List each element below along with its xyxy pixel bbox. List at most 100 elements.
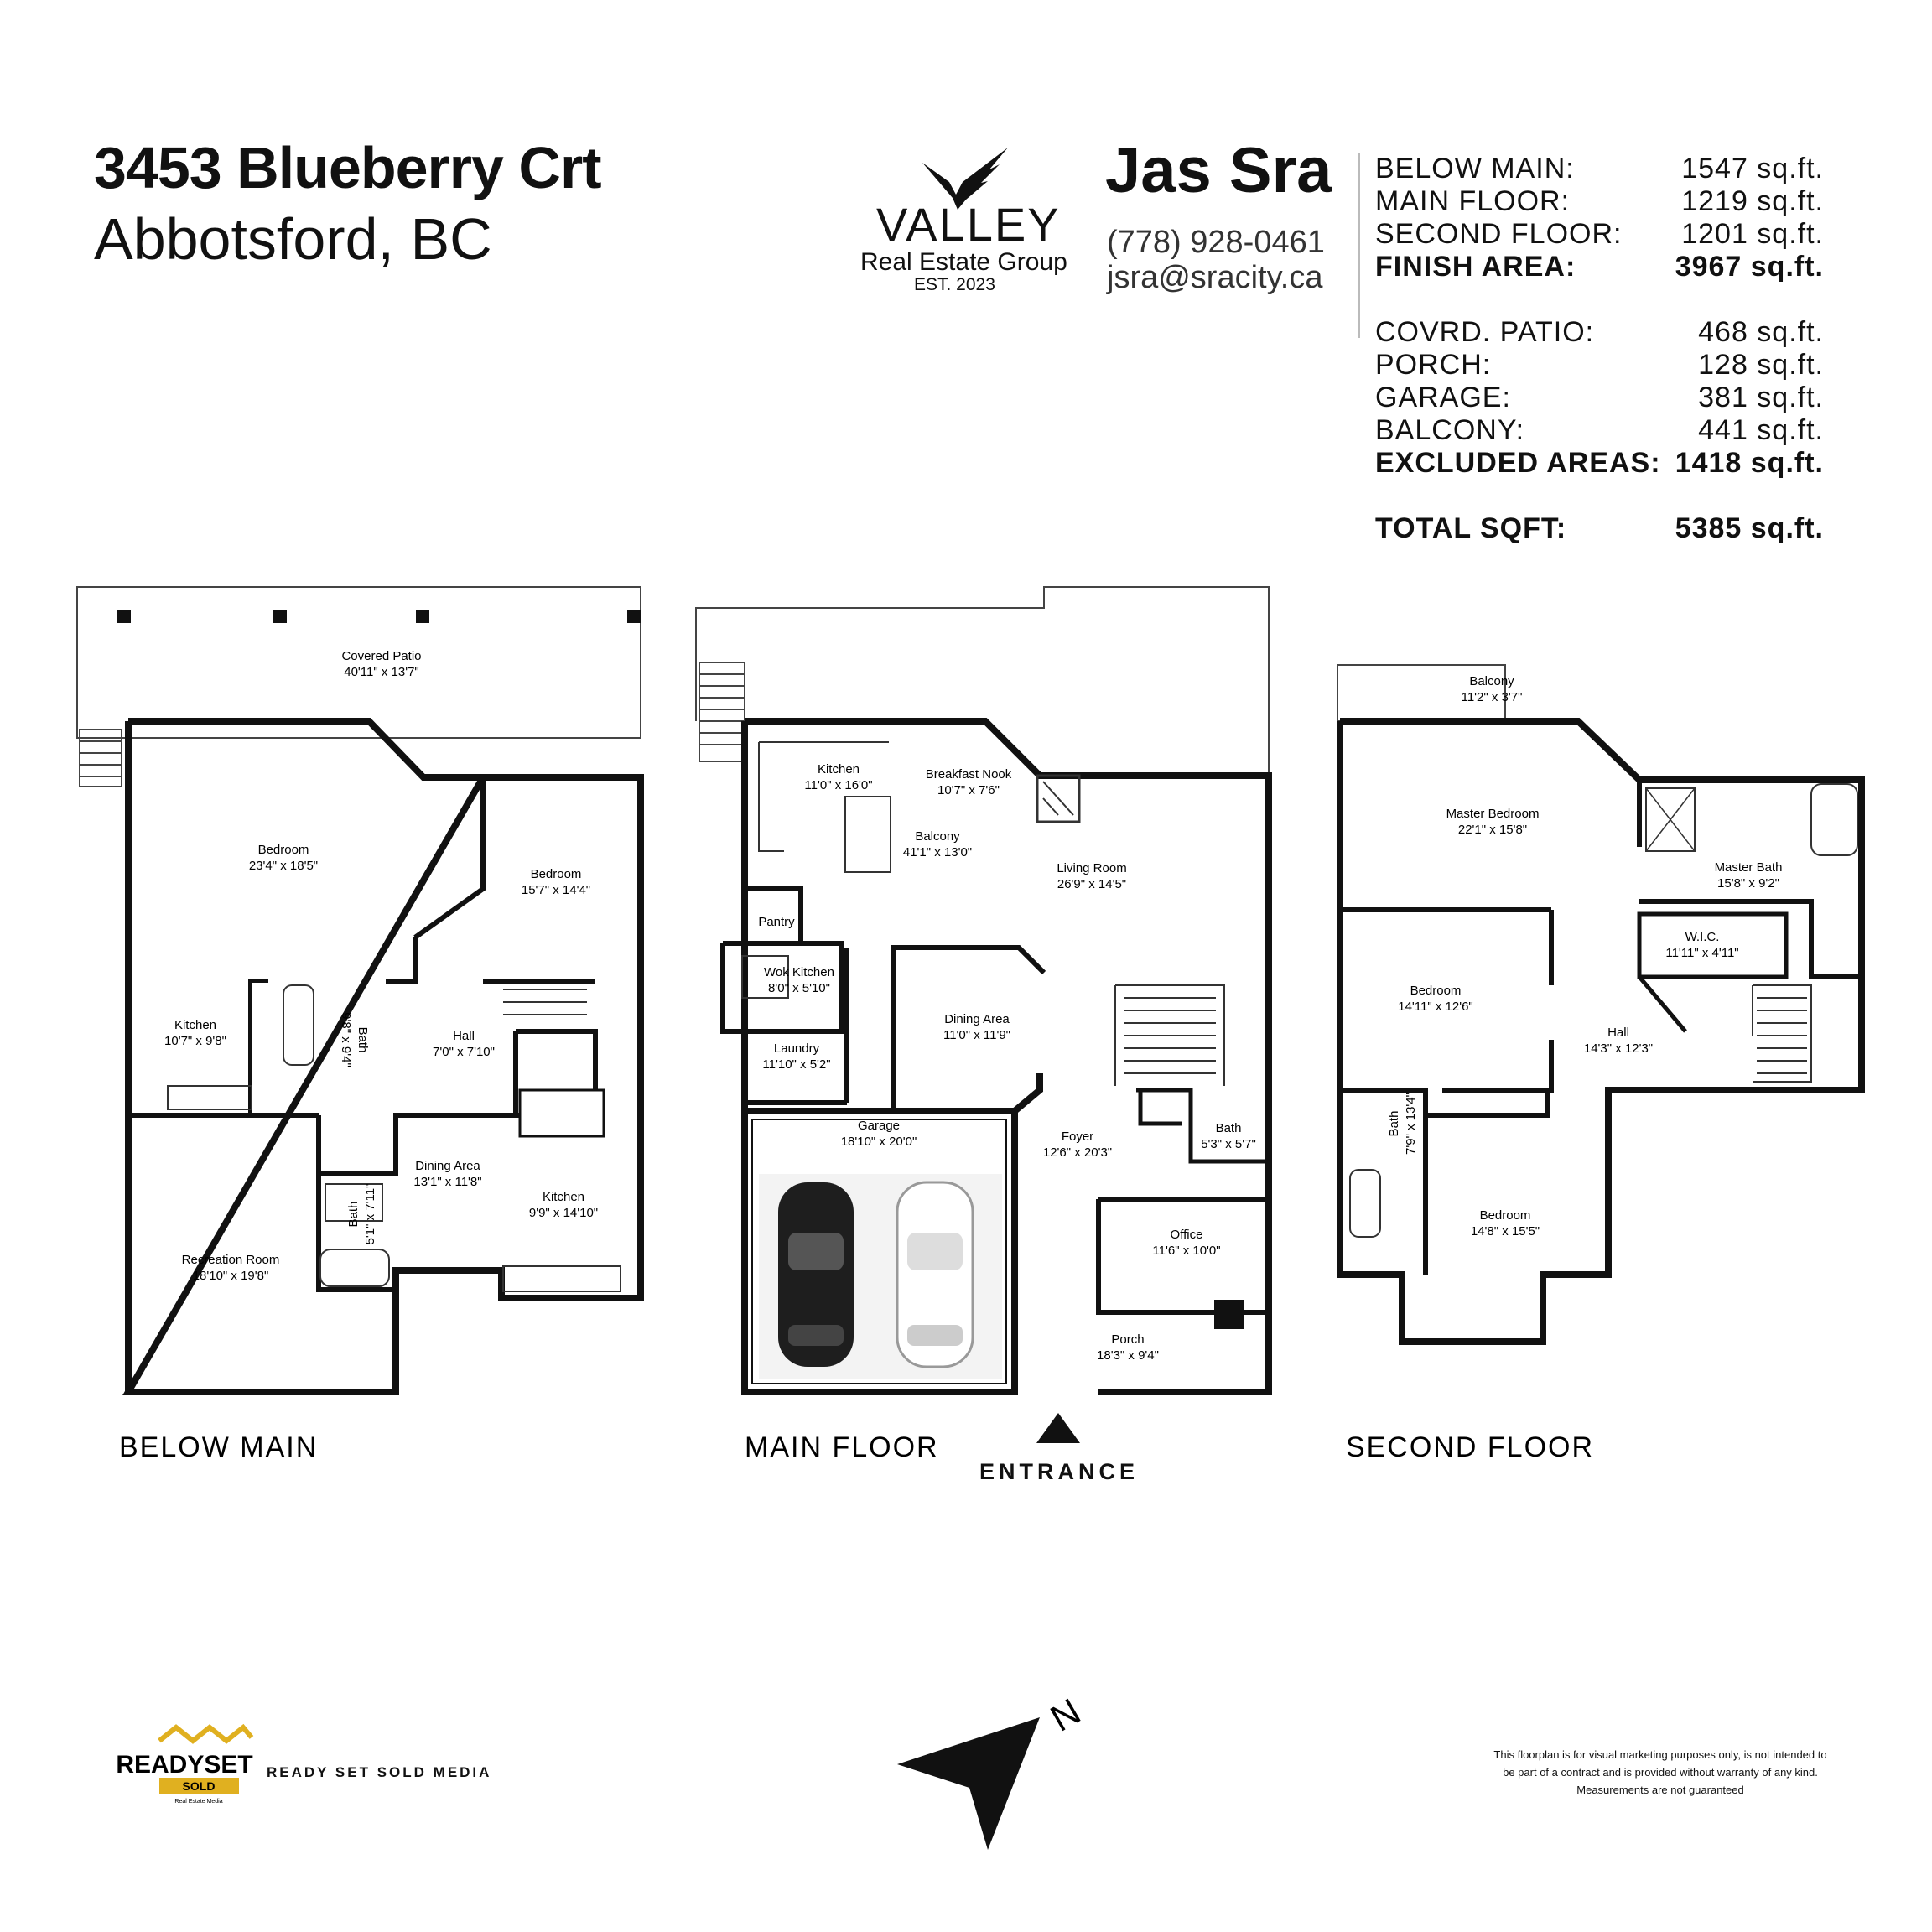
property-address: 3453 Blueberry Crt [94,135,602,200]
room-size: 18'3" x 9'4" [1097,1348,1159,1363]
area-row: BELOW MAIN:1547 sq.ft. [1375,153,1824,184]
room-size: 10'7" x 9'8" [164,1034,226,1048]
area-row: PORCH:128 sq.ft. [1375,349,1824,381]
room-label: Bath [1387,1111,1401,1137]
disclaimer: This floorplan is for visual marketing p… [1493,1748,1827,1796]
room-size: 26'9" x 14'5" [1057,877,1126,891]
room-label: Foyer [1062,1130,1093,1144]
room-label: Bedroom [1410,984,1462,998]
balcony-stairs-icon [699,662,745,762]
floorplan-below-main: Covered Patio 40'11" x 13'7" Bedroom 23'… [76,586,644,1395]
brand-established: EST. 2023 [914,275,995,294]
room-size: 11'0" x 11'9" [943,1028,1010,1042]
room-size: 12'6" x 20'3" [1043,1145,1112,1160]
agent-phone: (778) 928-0461 [1107,225,1325,260]
room-size: 14'8" x 15'5" [1471,1224,1540,1239]
room-label: Master Bath [1715,860,1783,875]
room-label: Porch [1111,1332,1144,1347]
car-white-icon [896,1181,974,1368]
brand-name: VALLEY [876,198,1061,251]
floorplan-second-floor: Balcony 11'2" x 3'7" Master Bedroom 22'1… [1337,664,1865,1345]
room-label: Dining Area [415,1159,480,1173]
room-label: Garage [858,1119,900,1133]
svg-text:Real Estate Media: Real Estate Media [174,1799,222,1805]
area-row: GARAGE:381 sq.ft. [1375,382,1824,413]
brand-subtitle: Real Estate Group [860,248,1067,276]
room-label: Hall [453,1029,475,1043]
room-size: 7'0" x 7'10" [433,1045,495,1059]
room-size: 5'1" x 7'11" [363,1184,377,1245]
room-label: Recreation Room [182,1253,280,1267]
room-size: 11'11" x 4'11" [1665,946,1738,960]
area-row: BALCONY:441 sq.ft. [1375,414,1824,446]
area-row: COVRD. PATIO:468 sq.ft. [1375,316,1824,348]
floor-label-main-floor: MAIN FLOOR [745,1431,939,1463]
room-label: Kitchen [818,762,860,776]
room-size: 23'4" x 18'5" [249,859,318,873]
media-company-name: READY SET SOLD MEDIA [267,1764,492,1780]
room-size: 7'9" x 13'4" [1404,1093,1418,1155]
room-size: 11'0" x 16'0" [804,778,872,792]
agent-name: Jas Sra [1105,135,1332,206]
property-city: Abbotsford, BC [94,206,492,272]
total-sqft: TOTAL SQFT:5385 sq.ft. [1375,512,1824,544]
covered-patio-outline [76,586,641,739]
room-size: 11'2" x 3'7" [1462,690,1523,704]
room-size: 40'11" x 13'7" [344,665,419,679]
room-size: 10'7" x 7'6" [937,783,1000,797]
room-size: 15'8" x 9'2" [1717,876,1779,891]
room-size: 14'11" x 12'6" [1398,1000,1473,1014]
room-label: Covered Patio [341,649,421,663]
room-label: Dining Area [944,1012,1010,1026]
room-label: Hall [1607,1026,1629,1040]
room-label: Bedroom [1480,1208,1531,1223]
svg-text:READYSET: READYSET [116,1751,252,1779]
compass-north-label: N [1044,1690,1088,1739]
finish-area-total: FINISH AREA:3967 sq.ft. [1375,251,1824,283]
room-size: 8'0" x 5'10" [768,981,830,995]
floorplan-main-floor: Balcony 41'1" x 13'0" Kitchen 11'0" x 16… [695,586,1272,1443]
room-label: Balcony [1469,674,1514,688]
room-label: W.I.C. [1685,930,1720,944]
room-size: 9'9" x 14'10" [529,1206,598,1220]
room-size: 18'10" x 19'8" [193,1269,269,1283]
area-row: MAIN FLOOR:1219 sq.ft. [1375,185,1824,217]
floor-label-second-floor: SECOND FLOOR [1346,1431,1594,1463]
car-black-icon [778,1182,854,1367]
room-label: Office [1171,1228,1203,1242]
room-label: Kitchen [543,1190,584,1204]
agent-email: jsra@sracity.ca [1107,260,1323,295]
room-label: Balcony [915,829,960,844]
room-label: Kitchen [174,1018,216,1032]
room-label: Living Room [1057,861,1126,875]
room-size: 11'10" x 5'2" [762,1057,830,1072]
room-label: Bath [346,1202,361,1228]
room-label: Breakfast Nook [926,767,1012,782]
room-size: 13'1" x 11'8" [413,1175,481,1189]
readyset-sold-logo-icon: READYSET SOLD Real Estate Media [116,1723,254,1805]
entrance-arrow-icon [1036,1413,1080,1443]
room-label: Bedroom [258,843,309,857]
header-divider [1358,153,1360,338]
balcony-outline [695,586,1270,776]
room-label: Bath [1216,1121,1242,1135]
floor-label-below-main: BELOW MAIN [119,1431,318,1463]
room-size: 14'3" x 12'3" [1584,1041,1653,1056]
room-label: Bath [356,1027,370,1053]
room-size: 5'3" x 5'7" [1201,1137,1256,1151]
north-compass-icon: N [897,1690,1088,1850]
room-label: Bedroom [531,867,582,881]
entrance-label: ENTRANCE [979,1459,1140,1484]
patio-stairs-icon [79,729,122,787]
room-label: Laundry [774,1041,820,1056]
svg-text:SOLD: SOLD [183,1779,216,1793]
room-size: 18'10" x 20'0" [841,1135,917,1149]
room-size: 15'7" x 14'4" [522,883,590,897]
excluded-area-total: EXCLUDED AREAS:1418 sq.ft. [1375,447,1824,479]
room-label: Pantry [758,915,795,929]
valley-eagle-logo-icon [922,148,1008,210]
area-row: SECOND FLOOR:1201 sq.ft. [1375,218,1824,250]
room-size: 11'6" x 10'0" [1152,1244,1220,1258]
room-size: 9'8" x 9'4" [339,1012,353,1067]
